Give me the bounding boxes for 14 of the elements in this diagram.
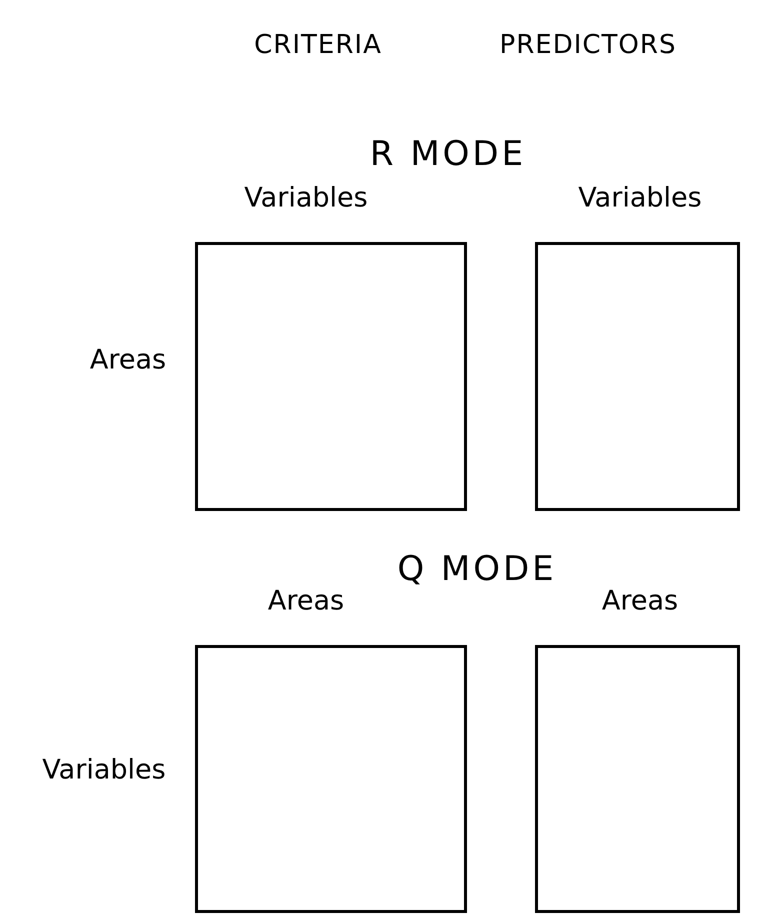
matrix-box	[535, 242, 740, 511]
column-caption: Variables	[244, 184, 368, 212]
column-caption: Areas	[602, 588, 678, 614]
column-caption: Areas	[268, 588, 344, 614]
matrix-box	[535, 645, 740, 913]
section-heading: Q MODE	[397, 552, 557, 586]
matrix-box	[195, 242, 467, 511]
row-caption: Areas	[90, 346, 166, 374]
section-heading: R MODE	[370, 137, 526, 171]
column-heading: PREDICTORS	[500, 32, 676, 58]
matrix-box	[195, 645, 467, 913]
row-caption: Variables	[42, 756, 166, 784]
column-heading: CRITERIA	[254, 32, 382, 58]
column-caption: Variables	[578, 184, 702, 212]
